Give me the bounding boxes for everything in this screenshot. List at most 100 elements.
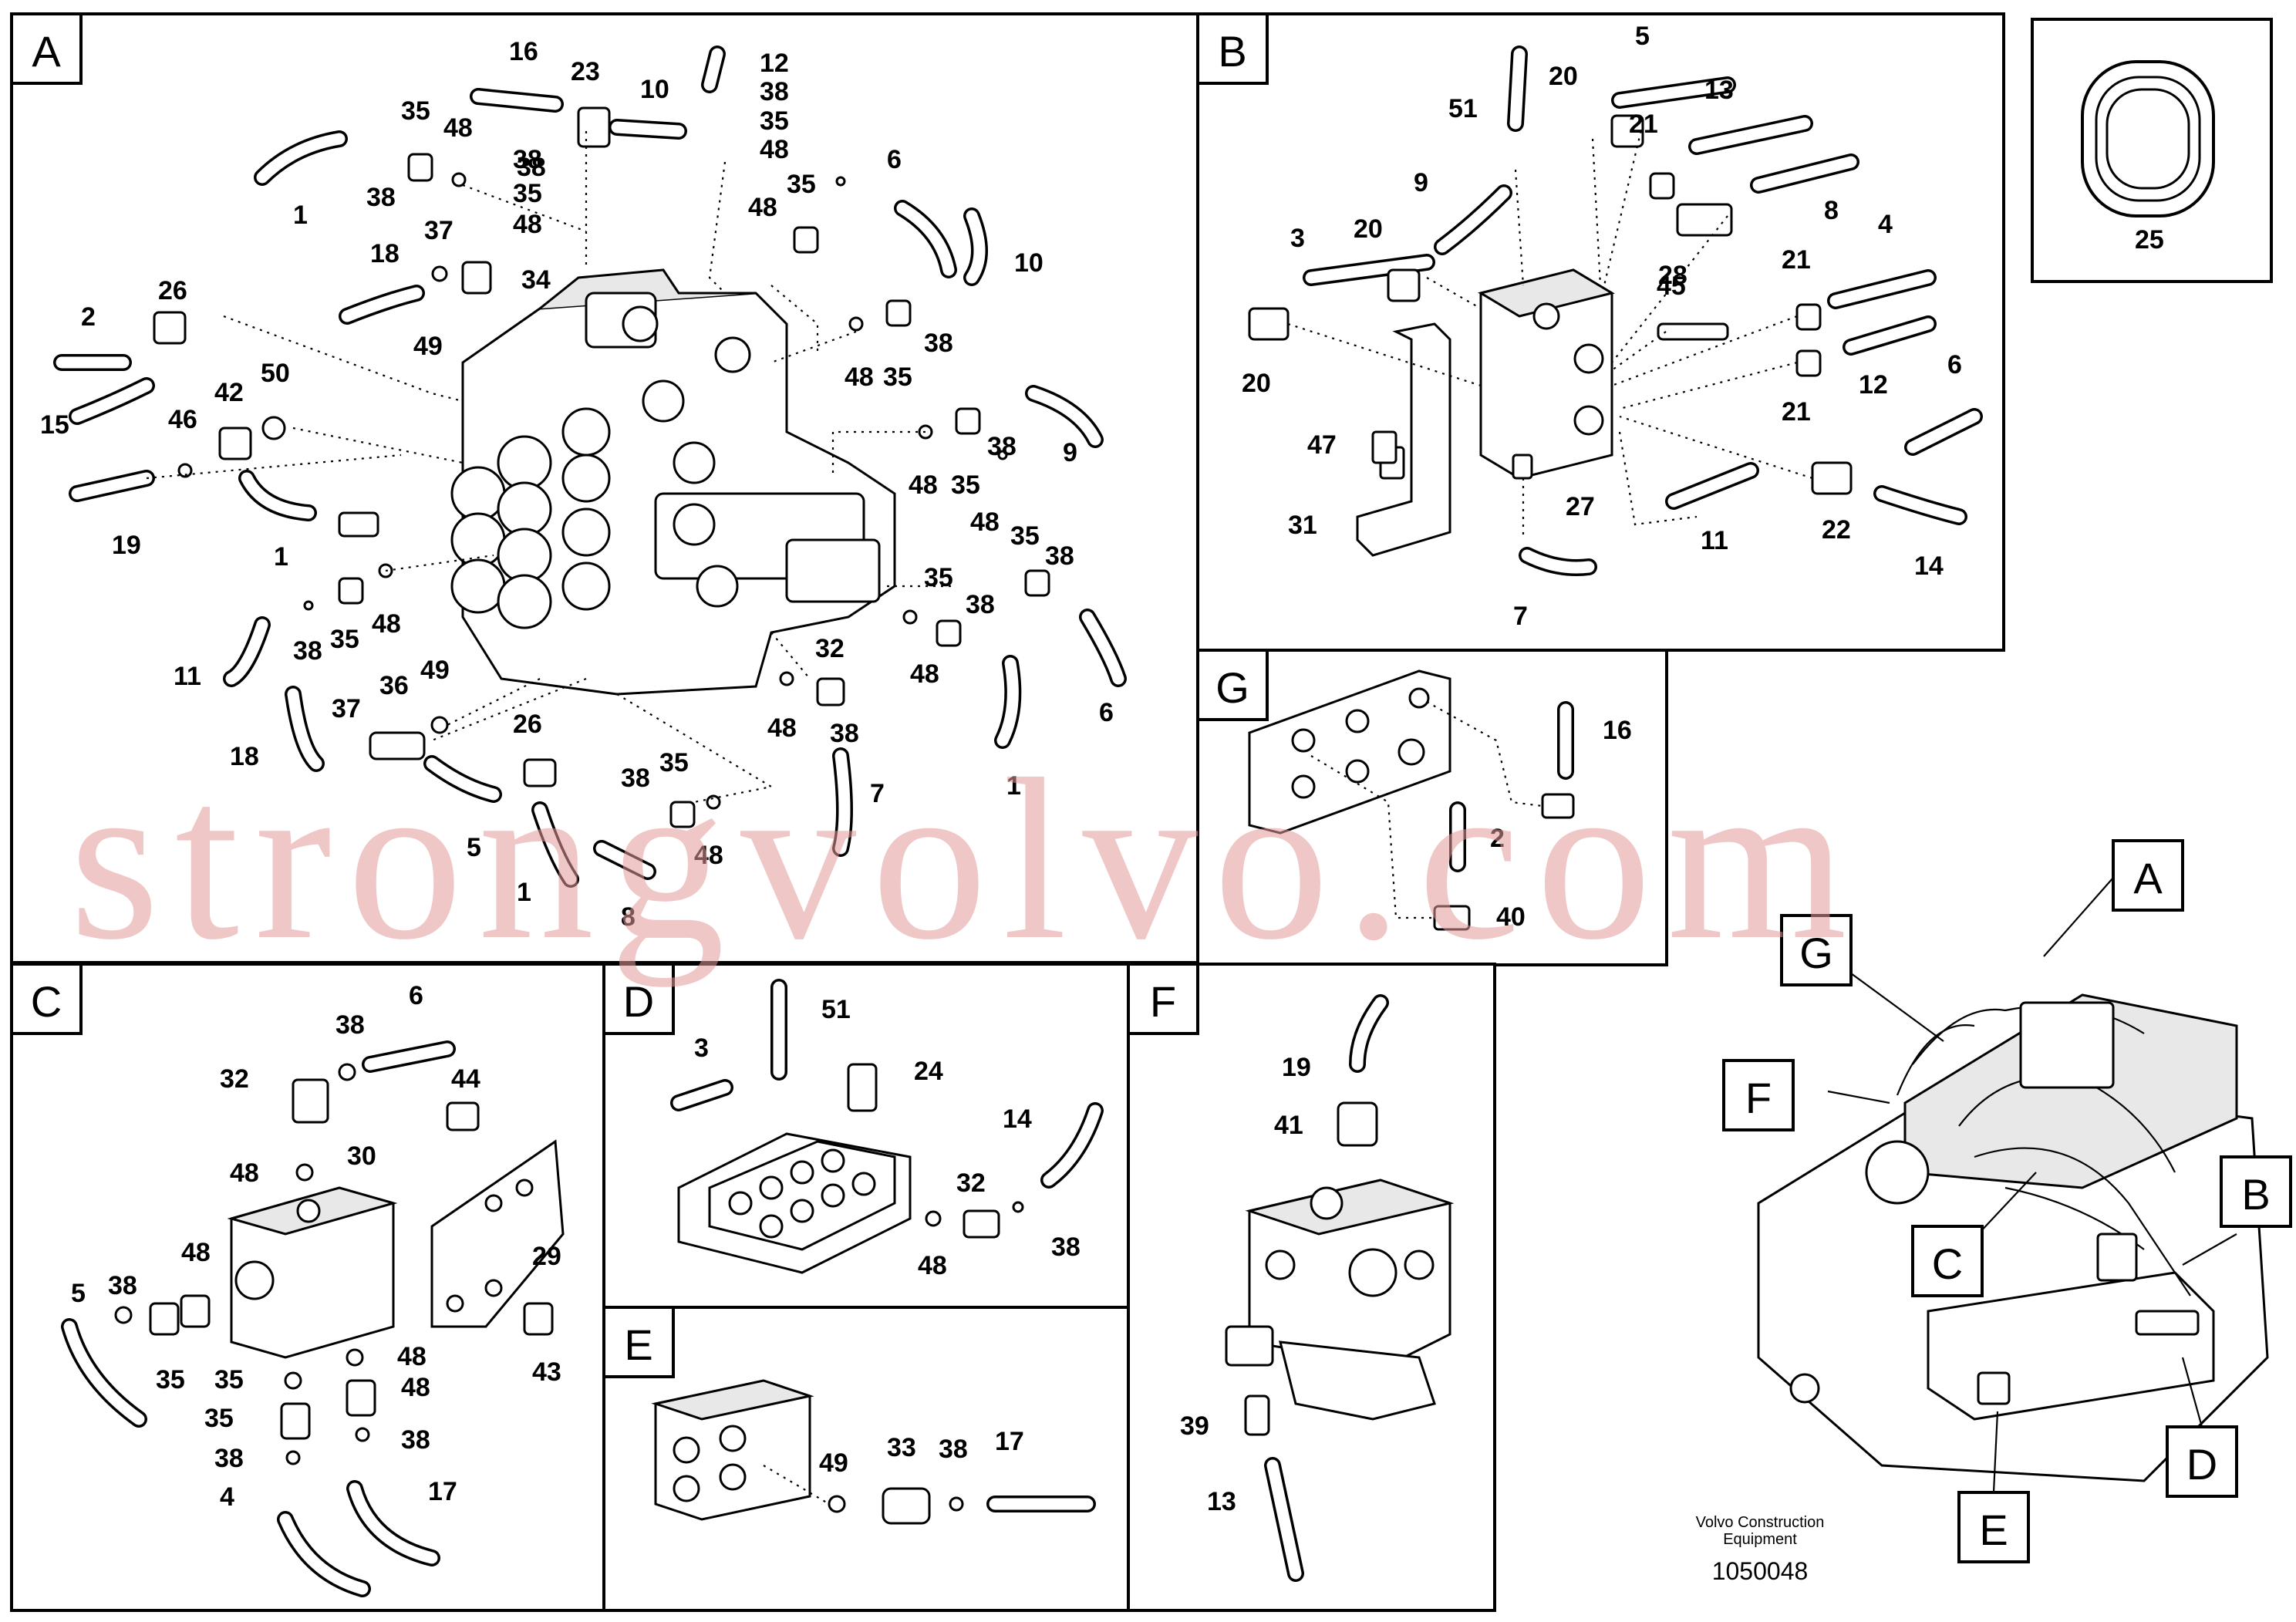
label: 1	[274, 542, 288, 572]
label: 35	[883, 363, 912, 392]
label: 50	[261, 359, 290, 388]
label: 35	[513, 179, 542, 208]
label: 8	[1824, 196, 1839, 225]
panel-f: F 19 41 39 13	[1127, 963, 1496, 1612]
panel-e-parts	[651, 1379, 1096, 1525]
panel-b-number-labels: 5 51 20 13 21 9 8 20 3 28 4 21 45 20 21 …	[1242, 22, 1962, 631]
label: 8	[621, 902, 636, 932]
label: 40	[1496, 902, 1526, 932]
label: 48	[181, 1238, 211, 1267]
panel-g-number-labels: 16 2 40	[1490, 716, 1632, 932]
panel-d-parts	[670, 979, 1104, 1274]
label: 2	[81, 302, 96, 332]
label: 48	[767, 713, 797, 743]
label: 1	[517, 878, 531, 907]
label: 38	[621, 764, 650, 793]
panel-a: A	[10, 12, 1199, 964]
label: 5	[467, 833, 481, 862]
locator-tag-c: C	[1932, 1239, 1963, 1288]
label: 14	[1003, 1104, 1032, 1134]
label: 16	[1603, 716, 1632, 745]
label: 38	[760, 77, 789, 106]
label: 38	[987, 432, 1017, 461]
locator-tag-a: A	[2133, 854, 2163, 902]
label: 26	[513, 710, 542, 739]
label: 27	[1566, 492, 1595, 521]
label: 48	[909, 470, 938, 500]
label: 48	[918, 1251, 947, 1280]
label: 19	[112, 531, 141, 560]
label: 2	[1490, 824, 1505, 853]
label: 6	[1099, 698, 1114, 727]
panel-b: B	[1196, 12, 2005, 652]
label: 3	[694, 1034, 709, 1063]
locator-tag-f: F	[1745, 1074, 1772, 1122]
label: 18	[230, 742, 259, 771]
label: 32	[220, 1064, 249, 1094]
label: 48	[845, 363, 874, 392]
label: 45	[1657, 271, 1686, 301]
label: 19	[1282, 1053, 1311, 1082]
label: 44	[451, 1064, 480, 1094]
label: 9	[1063, 438, 1077, 467]
seal-ring	[2081, 60, 2215, 218]
label: 24	[914, 1057, 943, 1086]
label: 48	[397, 1342, 426, 1371]
panel-a-tag: A	[32, 27, 61, 76]
panel-g-dotted-leads	[1310, 701, 1543, 919]
label: 21	[1782, 245, 1811, 275]
label: 4	[220, 1482, 234, 1512]
label: 9	[1414, 168, 1428, 197]
panel-b-tag: B	[1218, 27, 1246, 76]
panel-a-number-labels: 16 23 12 38 35 10 35 38 48 48 1 38 38 35…	[40, 37, 1114, 932]
panel-e: E 49 33 38 17	[602, 1306, 1130, 1612]
label: 34	[521, 265, 551, 295]
label: 48	[372, 609, 401, 639]
label: 20	[1354, 214, 1383, 244]
document-number: 1050048	[1712, 1557, 1809, 1585]
label: 10	[1014, 248, 1043, 278]
label: 11	[1701, 526, 1728, 555]
label: 36	[379, 671, 409, 700]
panel-d: D 3 51 24 14 32 48 38	[602, 963, 1130, 1309]
label: 38	[335, 1010, 365, 1040]
label: 6	[1947, 350, 1962, 379]
label: 12	[760, 49, 789, 78]
label: 35	[401, 96, 430, 126]
panel-a-fittings	[153, 106, 1050, 828]
label: 13	[1207, 1487, 1236, 1516]
label: 18	[370, 239, 400, 268]
label: 16	[509, 37, 538, 66]
label: 32	[956, 1168, 986, 1198]
label: 5	[1635, 22, 1650, 51]
label: 38	[108, 1271, 137, 1300]
label: 5	[71, 1279, 86, 1308]
label: 48	[970, 508, 1000, 537]
label: 1	[293, 201, 308, 230]
watermark: strongvolvo.com	[69, 731, 1863, 988]
panel-inset: 25	[2031, 18, 2273, 283]
label: 23	[571, 57, 600, 86]
label: 35	[330, 625, 359, 654]
label: 14	[1914, 551, 1944, 581]
label: 48	[443, 113, 473, 143]
label: 7	[1513, 602, 1528, 631]
label: 1	[1006, 771, 1021, 801]
panel-c: C	[10, 963, 605, 1612]
label: 15	[40, 410, 69, 440]
label: 26	[158, 276, 187, 305]
label: 35	[214, 1365, 244, 1394]
label: 38	[517, 153, 546, 182]
panel-f-parts	[1225, 994, 1455, 1582]
label: 21	[1782, 397, 1811, 427]
label: 47	[1307, 430, 1337, 460]
panel-g: G 16 2 40	[1196, 649, 1668, 966]
locator-tag-g: G	[1799, 929, 1833, 977]
footer: Volvo Construction Equipment 1050048	[1696, 1514, 1825, 1585]
label: 49	[819, 1448, 848, 1478]
label: 17	[428, 1477, 457, 1506]
label: 38	[214, 1444, 244, 1473]
machine-locator: A G F B C D E	[1722, 839, 2292, 1563]
label: 37	[332, 694, 361, 723]
label: 4	[1878, 210, 1893, 239]
